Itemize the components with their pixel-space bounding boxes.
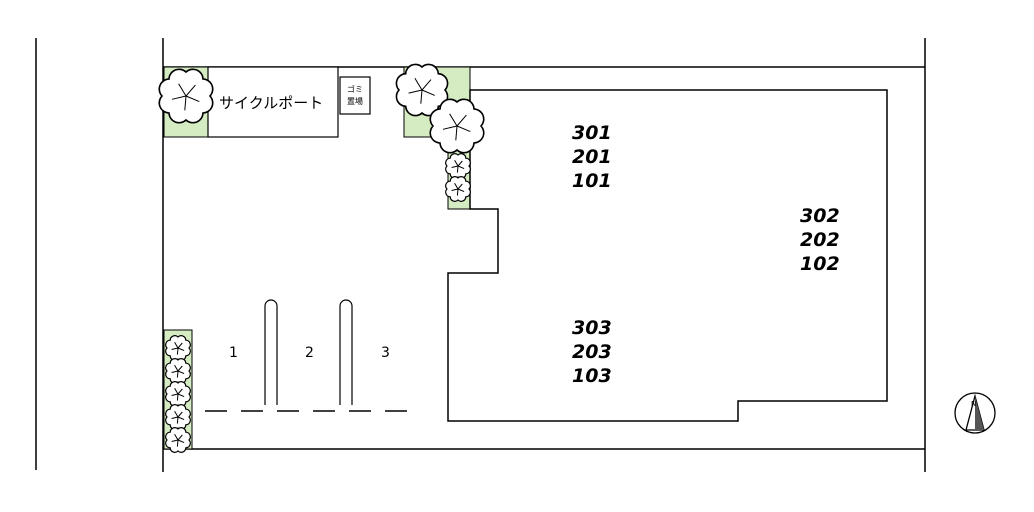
compass-icon: N xyxy=(954,392,996,434)
trees xyxy=(158,63,485,453)
tree-icon xyxy=(429,98,485,154)
units-south-block: 303 203 103 xyxy=(572,317,612,387)
units-east-block: 302 202 102 xyxy=(800,205,840,275)
garbage-label-line2: 置場 xyxy=(347,96,363,106)
unit-label: 302 xyxy=(800,205,840,227)
cycle-port: サイクルポート xyxy=(207,66,339,138)
units-north-block: 301 201 101 xyxy=(572,122,612,192)
tree-icon xyxy=(165,404,191,430)
garbage-area: ゴミ 置場 xyxy=(339,76,371,115)
tree-icon xyxy=(158,68,214,124)
tree-icon xyxy=(165,381,191,407)
parking-slot-number: 2 xyxy=(305,345,314,361)
unit-label: 101 xyxy=(572,170,612,192)
garbage-label-line1: ゴミ xyxy=(347,84,363,94)
parking-area: 1 2 3 xyxy=(205,299,418,412)
unit-label: 103 xyxy=(572,365,612,387)
parking-slot-number: 3 xyxy=(381,345,390,361)
parking-divider xyxy=(339,299,353,405)
compass-north-label: N xyxy=(971,400,976,408)
unit-label: 303 xyxy=(572,317,612,339)
unit-label: 301 xyxy=(572,122,612,144)
parking-divider xyxy=(264,299,278,405)
tree-icon xyxy=(165,358,191,384)
tree-icon xyxy=(165,335,191,361)
unit-label: 202 xyxy=(800,229,840,251)
tree-icon xyxy=(445,176,471,202)
tree-icon xyxy=(165,427,191,453)
tree-icon xyxy=(445,153,471,179)
building-outline xyxy=(447,89,888,422)
unit-label: 201 xyxy=(572,146,612,168)
unit-label: 203 xyxy=(572,341,612,363)
cycle-port-label: サイクルポート xyxy=(219,94,323,112)
parking-slot-number: 1 xyxy=(229,345,238,361)
unit-label: 102 xyxy=(800,253,840,275)
